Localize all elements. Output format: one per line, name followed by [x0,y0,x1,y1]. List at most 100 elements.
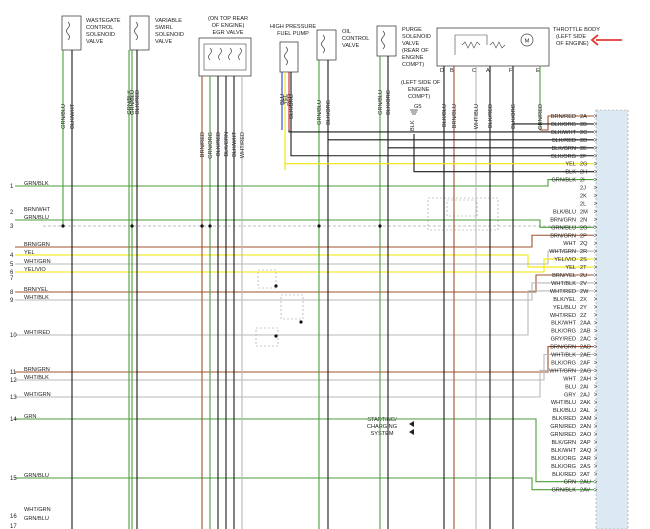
connector-pin-label: 2T [580,265,587,271]
throttle-wire-label: BRN/BLU [452,104,458,128]
connector-pin-label: 2V [580,281,587,287]
connector-wire-label: BLK/RED [552,472,576,478]
wastegate-label-1: WASTEGATE [86,18,121,24]
connector-wire-label: BLK/ORG [551,122,576,128]
swirl-wire-label: GRN/BLU [130,90,136,115]
left-wire-wht-blk [15,353,594,381]
connector-pin-label: 2B [580,122,587,128]
connector-pin-label: 2AT [580,472,590,478]
connector-wire-label: BLK/GRN [551,440,576,446]
pin-terminal-icon [593,185,598,190]
coil-icon [321,34,325,54]
connector-wire-label: GRN/BLK [551,488,576,494]
ground-note-3: COMPT) [408,94,430,100]
connector-pin-label: 2AU [580,480,591,486]
wire-number: 16 [10,514,17,520]
connector-wire-label: BRN/RED [551,114,576,120]
connector-pin-label: 2AQ [580,448,592,454]
label-layer: BRN/RED 2A BLK/ORG 2B BLK/WHT 2C BLK/RED 2D BLK/… [10,68,592,529]
connector-pin-label: 2X [580,297,587,303]
connector-pin-label: 2F [580,154,587,160]
connector-wire-label: WHT/BLK [551,281,576,287]
swirl-wire-label: BLK/RED [135,90,141,114]
connector-wire-label: BLK/WHT [551,321,576,327]
wire-number: 9 [10,298,14,304]
connector-pin-label: 2W [580,289,589,295]
pin-terminal-icon [593,225,598,230]
pin-terminal-icon [593,368,598,373]
connector-wire-label: YEL [565,162,576,168]
connector-wire-label: BLK/RED [552,138,576,144]
left-wire-brn-grn [15,346,594,373]
connector-pin-label: 2AI [580,384,589,390]
throttle-pin-letter: E [536,68,540,74]
starting-label-1: STARTING/ [367,417,397,423]
pin-terminal-icon [593,408,598,412]
purge-label-6: COMPT) [402,62,424,68]
connector-pin-label: 2AE [580,353,591,359]
left-wire-label: BRN/GRN [24,242,50,248]
connector-pin-label: 2AV [580,488,590,494]
pin-terminal-icon [593,289,598,293]
purge-wire-label: BLK/ORG [386,90,392,115]
connector-wire-label: BLK/WHT [551,448,576,454]
wire-number: 3 [10,224,14,230]
ground-wire-label: BLK [410,120,416,131]
throttle-wire-label: GRN/RED [538,104,544,130]
egr-wire-label: BLK/GRN [224,132,230,157]
wire-number: 17 [10,524,17,529]
pin-terminal-icon [593,233,598,237]
connector-pin-label: 2S [580,257,587,263]
connector-pin-label: 2K [580,194,587,200]
throttle-pin-letter: B [450,68,454,74]
connector-pin-label: 2C [580,130,587,136]
left-wire-yel-vio [15,258,594,273]
connector-pin-label: 2AP [580,440,591,446]
splice-dot [130,224,134,228]
throttle-wire-label: BLK/RED [488,104,494,128]
wire-number: 1 [10,184,14,190]
pin-terminal-icon [593,257,598,261]
connector-wire-label: BLK/BLU [553,408,576,414]
pin-terminal-icon [593,352,598,357]
throttle-wire-label: BLK/ORG [511,104,517,129]
splice-dot [274,284,278,288]
fuel_pump-wire-label: BLU [280,94,286,105]
connector-pin-label: 2D [580,138,587,144]
ground-note-1: (LEFT SIDE OF [401,80,441,86]
connector-pin-label: 2AS [580,464,591,470]
coil-icon [208,47,242,61]
pin-terminal-icon [593,313,598,317]
connector-pin-label: 2AG [580,368,591,374]
swirl-label-2: SWIRL [155,25,173,31]
pin-terminal-icon [593,456,598,460]
connector-pin-label: 2AH [580,376,591,382]
splice-dot [317,224,321,228]
connector-wire-label: WHT/GRN [549,368,576,374]
pin-terminal-icon [593,360,598,365]
throttle-pin-letter: D [440,68,444,74]
pin-terminal-icon [593,320,598,325]
pin-terminal-icon [593,177,598,182]
left-wire-label: WHT/BLK [24,295,49,301]
wire-number: 13 [10,395,17,401]
connector-pin-label: 2AM [580,416,592,422]
connector-pin-label: 2L [580,201,586,207]
wire-2e [387,147,594,150]
connector-pin-label: 2AK [580,400,591,406]
connector-arrow-icon [409,421,414,435]
left-wire-label: BRN/YEL [24,287,48,293]
connector-pin-label: 2H [580,170,587,176]
pin-terminal-icon [593,161,598,166]
left-wire-label: BRN/GRN [24,367,50,373]
connector-pin-label: 2A [580,114,587,120]
pin-terminal-icon [593,249,598,253]
pin-terminal-icon [593,122,598,126]
left-wire-grn [15,418,594,483]
pin-terminal-icon [593,448,598,452]
splice-dot [378,224,382,228]
